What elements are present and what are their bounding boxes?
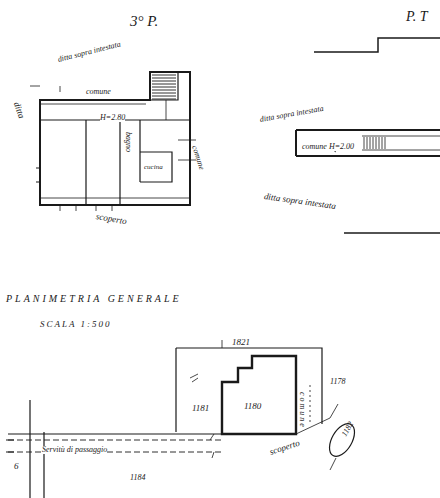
plan-label: 1184	[130, 474, 145, 482]
stair-tread	[152, 84, 176, 85]
plan-label: comune	[190, 145, 205, 171]
plan-label: bagno	[124, 132, 132, 152]
plan-label: 3° P.	[130, 14, 158, 29]
plan-label: 1178	[330, 378, 345, 386]
plan-label: scoperto	[95, 212, 127, 226]
plan-label: ditta	[12, 101, 26, 120]
plan-label: 1180	[244, 402, 261, 411]
stair-tread	[376, 137, 377, 149]
plan-label: scoperto	[269, 439, 301, 457]
plan-label: 1182	[341, 421, 356, 438]
stair-tread	[373, 137, 374, 149]
plan-label: H=2.80	[100, 114, 125, 122]
plan-label: 1181	[192, 404, 209, 413]
stair-tread	[152, 96, 176, 97]
stair-tread	[370, 137, 371, 149]
plan-label: P. T	[406, 10, 428, 24]
stair-tread	[367, 137, 368, 149]
stair-tread	[364, 137, 365, 149]
plan-label: ditta sopra intestata	[259, 105, 324, 124]
stair-tread	[152, 99, 176, 100]
plan-label: Servitù di passaggio	[42, 446, 107, 454]
plan-label: 6	[14, 462, 19, 471]
stair-tread	[379, 137, 380, 149]
plan-label: comune H=2.00	[302, 143, 354, 151]
stair-tread	[152, 93, 176, 94]
plan-label: 1821	[232, 338, 250, 347]
stair-tread	[152, 75, 176, 76]
plan-label: SCALA 1:500	[40, 320, 112, 329]
stair-tread	[385, 137, 386, 149]
stair-tread	[152, 87, 176, 88]
plan-label: comune	[298, 392, 306, 429]
plan-label: ditta sopra intestata	[57, 41, 121, 64]
floor-plan-third	[30, 72, 196, 211]
title: PLANIMETRIA GENERALE	[6, 294, 182, 304]
plan-label: cucina	[144, 164, 163, 171]
site-plan	[6, 340, 360, 498]
plan-label: ditta sopra intestata	[263, 192, 336, 211]
stair-tread	[152, 81, 176, 82]
stair-tread	[382, 137, 383, 149]
plan-label: comune	[86, 88, 111, 96]
stair-tread	[152, 90, 176, 91]
stair-tread	[152, 78, 176, 79]
